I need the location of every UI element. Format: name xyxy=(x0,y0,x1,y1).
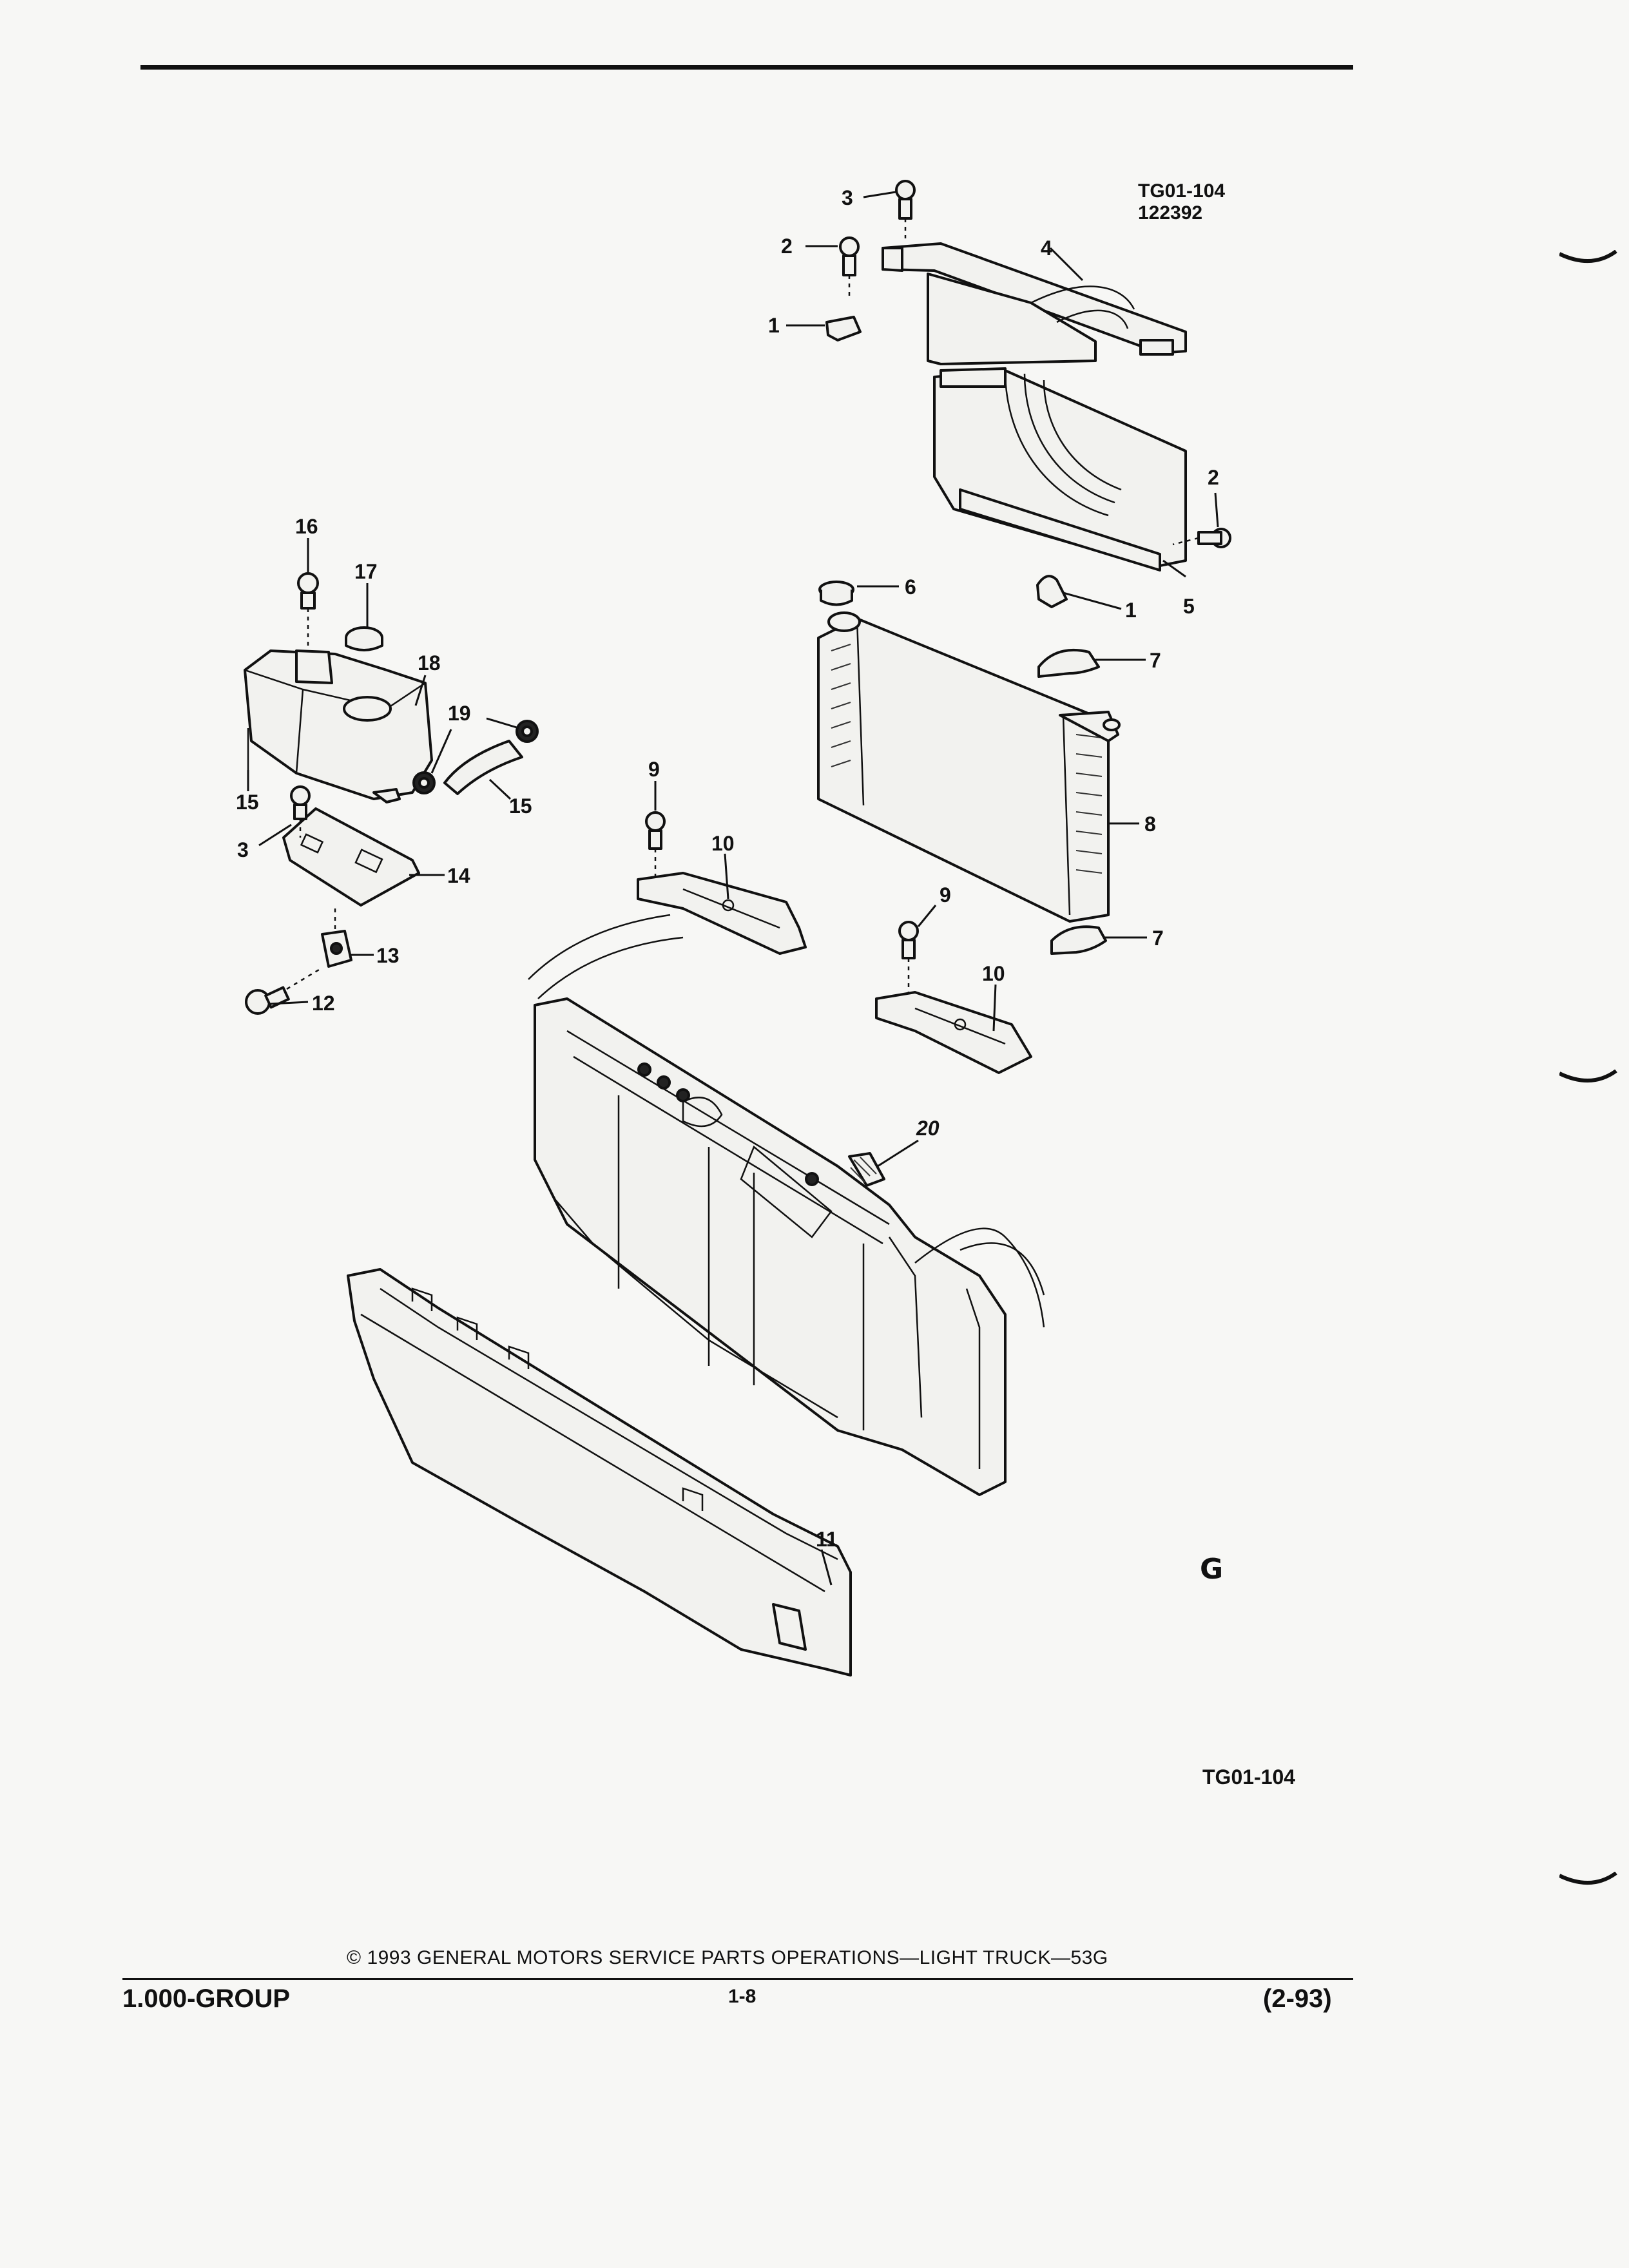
callout-9-right: 9 xyxy=(940,883,951,907)
bolt-12 xyxy=(245,968,320,1015)
binder-hole-mark-3 xyxy=(1559,1872,1617,1885)
air-baffle-20 xyxy=(848,1152,885,1187)
callout-10-right: 10 xyxy=(982,962,1005,985)
callout-6: 6 xyxy=(905,575,916,599)
bracket-10-left xyxy=(637,872,807,955)
bolt-2-right xyxy=(1172,528,1231,548)
hose-clamps-19 xyxy=(412,720,539,794)
reference-code: TG01-104 122392 xyxy=(1138,180,1225,224)
callout-20: 20 xyxy=(916,1117,940,1140)
footer-rule xyxy=(122,1978,1353,1980)
callout-1-right: 1 xyxy=(1125,599,1137,622)
leader-lines xyxy=(247,191,1219,1586)
bolt-3-top xyxy=(895,180,916,238)
footer-page-number: 1-8 xyxy=(728,1986,757,2007)
radiator-insulator-lower xyxy=(1050,925,1107,955)
bolt-9-right xyxy=(898,921,919,992)
nut-13 xyxy=(321,908,352,968)
callout-3-left: 3 xyxy=(237,838,249,861)
callout-15-right: 15 xyxy=(509,794,532,818)
callout-2-right: 2 xyxy=(1208,466,1219,489)
callout-7-top: 7 xyxy=(1150,649,1161,672)
footer-group: 1.000-GROUP xyxy=(122,1984,291,2013)
binder-hole-mark-2 xyxy=(1559,1070,1617,1082)
callout-3-top: 3 xyxy=(842,186,853,209)
bracket-10-right xyxy=(875,991,1032,1074)
figure-label: TG01-104 xyxy=(1202,1765,1296,1789)
callout-12: 12 xyxy=(312,992,335,1015)
callout-1-top: 1 xyxy=(768,314,780,337)
callout-labels: 3 2 1 4 2 6 1 5 7 8 7 9 10 9 10 16 17 18… xyxy=(236,186,1219,1551)
callout-8: 8 xyxy=(1144,812,1156,836)
callout-14: 14 xyxy=(447,864,470,887)
reference-code-line2: 122392 xyxy=(1138,202,1203,224)
callout-5: 5 xyxy=(1183,595,1195,618)
callout-15-left: 15 xyxy=(236,791,259,814)
callout-18: 18 xyxy=(418,651,441,675)
callout-9-left: 9 xyxy=(648,758,660,781)
reference-code-line1: TG01-104 xyxy=(1138,180,1226,202)
clip-top xyxy=(825,316,862,341)
radiator-cap xyxy=(818,581,854,606)
footer-date: (2-93) xyxy=(1263,1984,1332,2013)
callout-11: 11 xyxy=(816,1528,838,1551)
bolt-9-left xyxy=(645,811,666,876)
reservoir-bracket xyxy=(282,807,420,907)
radiator xyxy=(817,611,1121,923)
clip-right xyxy=(1036,575,1068,608)
callout-19: 19 xyxy=(448,702,471,725)
fan-shroud-upper xyxy=(882,242,1187,365)
bolt-2-top xyxy=(839,236,860,296)
fan-shroud-lower xyxy=(933,367,1187,572)
binder-hole-mark-1 xyxy=(1559,250,1617,263)
reservoir-cap-17 xyxy=(345,626,383,651)
coolant-reservoir xyxy=(244,649,433,803)
callout-17: 17 xyxy=(354,560,378,583)
radiator-insulator-upper xyxy=(1037,649,1100,678)
callout-10-left: 10 xyxy=(711,832,735,855)
lower-valance-11 xyxy=(347,1268,852,1677)
callout-4: 4 xyxy=(1041,236,1052,260)
bolt-3-left xyxy=(290,785,311,838)
hose-15 xyxy=(443,740,523,795)
gm-logo-mark: G xyxy=(1200,1553,1224,1586)
top-rule xyxy=(140,65,1353,70)
callout-13: 13 xyxy=(376,944,400,967)
callout-16: 16 xyxy=(295,515,318,538)
footer-copyright: © 1993 GENERAL MOTORS SERVICE PARTS OPER… xyxy=(347,1947,1108,1968)
callout-2-top: 2 xyxy=(781,235,793,258)
radiator-support xyxy=(528,914,1045,1496)
bolt-16 xyxy=(297,572,319,648)
callout-7-bottom: 7 xyxy=(1152,927,1164,950)
